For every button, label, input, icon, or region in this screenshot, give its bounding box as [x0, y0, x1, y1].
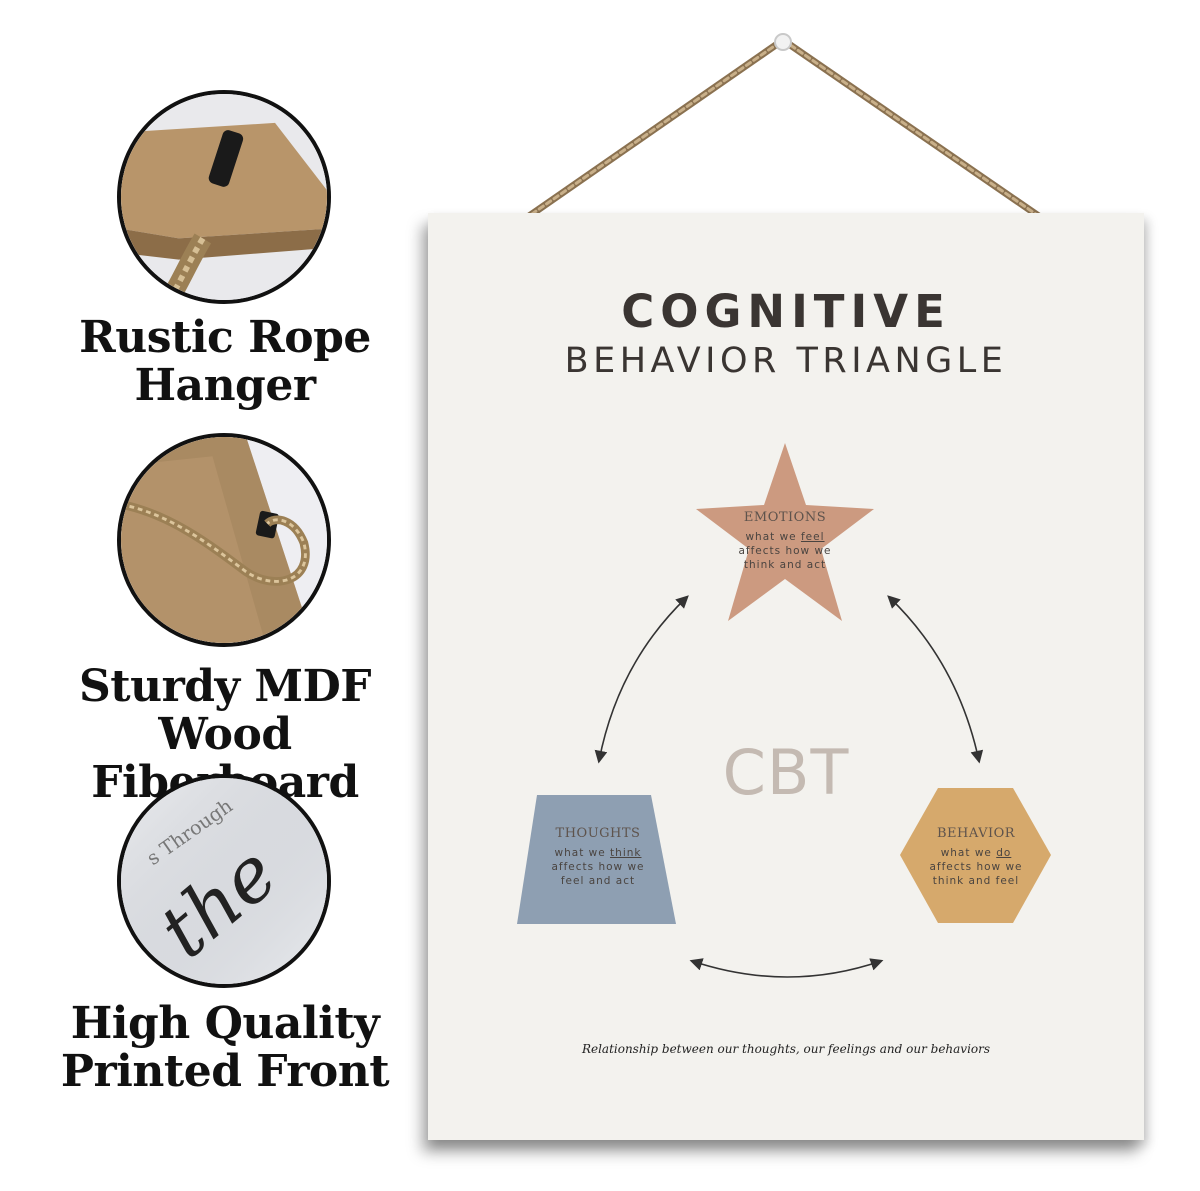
emotions-text: EMOTIONS what we feel affects how we thi… — [738, 510, 832, 571]
wall-hook-icon — [774, 33, 792, 51]
poster-title: COGNITIVE — [621, 285, 951, 338]
arrow-emotions-behavior — [887, 595, 984, 764]
feature-label-rope: Rustic Rope Hanger — [79, 312, 371, 411]
thoughts-trapezoid-shape — [517, 795, 676, 924]
poster-subtitle: BEHAVIOR TRIANGLE — [564, 341, 1008, 381]
emotions-star-shape — [696, 443, 874, 621]
poster-caption: Relationship between our thoughts, our f… — [581, 1042, 991, 1056]
arrow-thoughts-behavior — [689, 958, 884, 978]
behavior-hexagon-shape — [900, 788, 1051, 923]
arrow-emotions-thoughts — [594, 595, 689, 764]
cbt-poster-board: COGNITIVE BEHAVIOR TRIANGLE EMOTIONS wha… — [428, 213, 1144, 1140]
feature-label-print: High Quality Printed Front — [60, 998, 390, 1097]
printed-front-photo: s Through the — [117, 774, 331, 988]
rope-hanger-photo — [117, 90, 331, 304]
mdf-board-photo — [117, 433, 331, 647]
behavior-text: BEHAVIOR what we do affects how we think… — [929, 826, 1023, 887]
cbt-center-label: CBT — [722, 736, 850, 809]
cbt-diagram — [517, 443, 1051, 978]
thoughts-text: THOUGHTS what we think affects how we fe… — [551, 826, 645, 887]
